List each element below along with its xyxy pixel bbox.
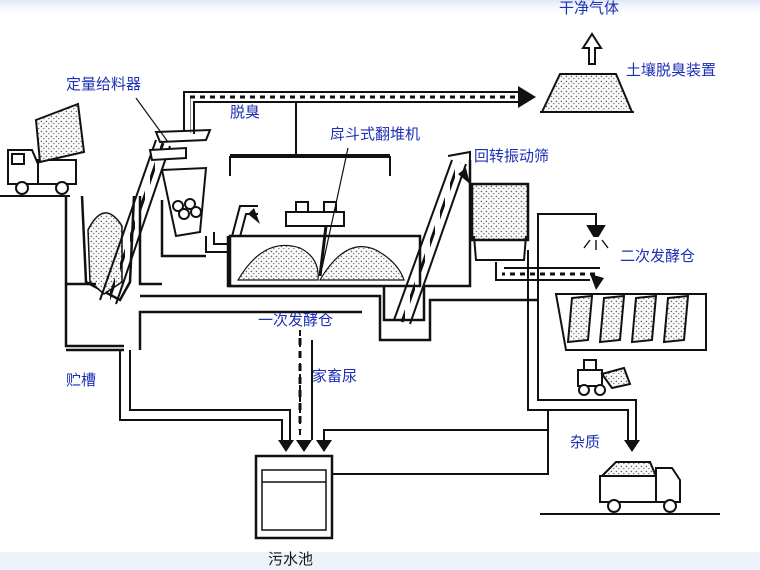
loader-vehicle-icon [577,359,632,396]
soil-deodorizer-unit [540,73,634,113]
label-livestock-urine: 家畜尿 [312,367,358,385]
drain-lines [119,330,549,475]
secondary-fermentation-bins [554,293,707,351]
label-rotary-screen: 回转振动筛 [474,147,550,165]
storage-hopper [80,195,136,302]
label-metering-feeder: 定量给料器 [66,75,142,93]
label-soil-deodorizer: 土壤脱臭装置 [626,61,717,79]
sprinkler-icon [537,213,609,262]
deodorization-duct [183,91,520,176]
feeder-leader-line [135,97,169,143]
label-impurities: 杂质 [570,433,601,451]
secondary-arrow-icon [590,274,604,290]
label-clean-gas: 干净气体 [559,0,620,17]
bucket-turner [285,201,345,277]
label-sewage-pond: 污水池 [268,550,314,568]
up-arrow-icon [581,32,603,65]
secondary-feed-conveyor [495,262,600,281]
bottom-edge-glow [0,552,760,570]
conveyor2-arrow-icon [458,168,470,184]
dump-truck-icon [7,102,86,195]
label-storage-tank: 贮槽 [66,371,97,389]
primary-fermentation-bin [228,234,422,288]
label-primary-fermentation: 一次发酵仓 [258,311,334,329]
sewage-pond [254,454,334,540]
impurities-line [527,250,637,440]
label-bucket-turner: 戽斗式翻堆机 [330,125,421,143]
metering-feeder [148,128,212,238]
rotary-screen [470,182,530,261]
duct-arrow-icon [518,86,536,108]
inclined-conveyor-2 [393,150,471,325]
top-edge-glow [0,0,760,18]
label-deodorize: 脱臭 [230,103,261,121]
inclined-conveyor-1 [99,139,171,305]
drain-arrows-icon [278,440,332,452]
label-secondary-fermentation: 二次发酵仓 [620,247,696,265]
feed-arrow-icon [248,208,260,224]
turner-leader-line [321,147,349,269]
collection-truck-icon [599,461,681,513]
impurities-arrow-icon [624,440,640,452]
